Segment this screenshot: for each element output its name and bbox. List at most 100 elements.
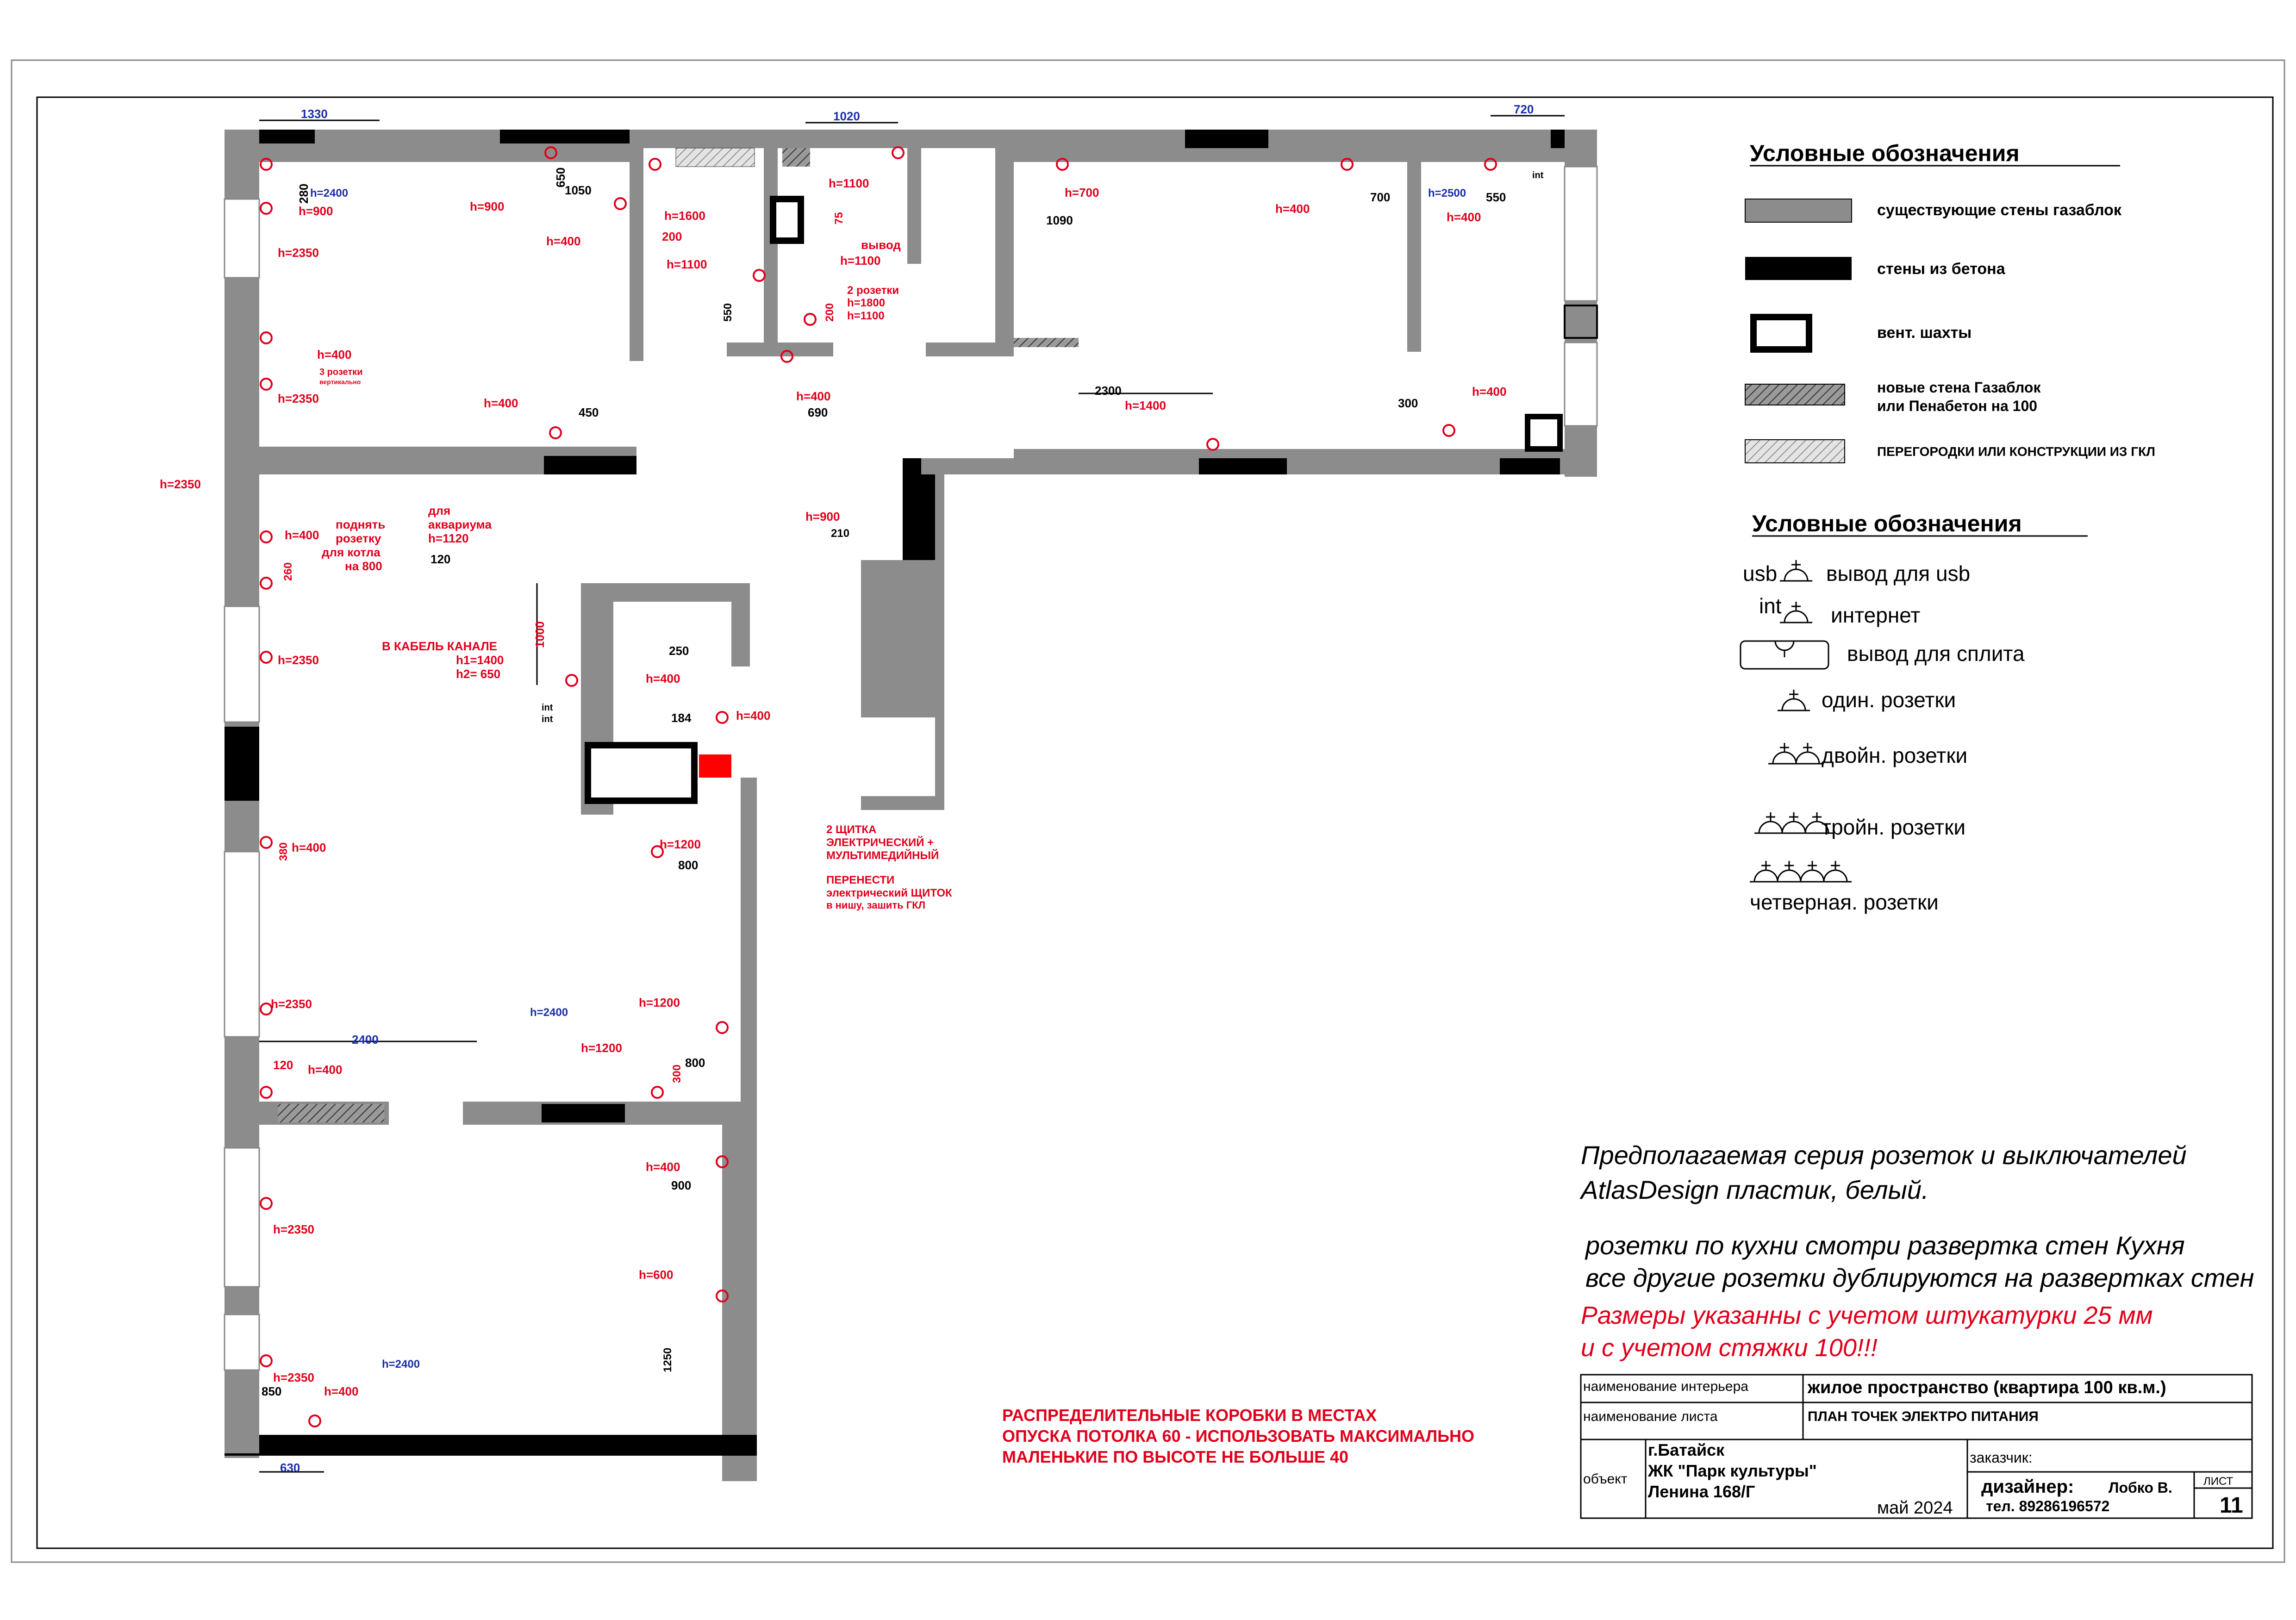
tb-date: май 2024: [1877, 1498, 1953, 1518]
legend-symbols: Условные обозначения usb вывод для usb i…: [1740, 511, 2088, 914]
dim-550: 550: [722, 303, 734, 322]
label-h400-a: h=400: [546, 234, 580, 248]
label-h1100-d: h=1100: [847, 310, 885, 322]
dim-1330: 1330: [301, 107, 328, 121]
tb-interior-value: жилое пространство (квартира 100 кв.м.): [1807, 1378, 2166, 1397]
junction-line-2: ОПУСКА ПОТОЛКА 60 - ИСПОЛЬЗОВАТЬ МАКСИМА…: [1002, 1427, 1474, 1446]
dim-200-b: 200: [824, 303, 836, 322]
label-int-c: int: [542, 714, 553, 724]
label-h400-d: h=400: [796, 389, 830, 403]
legend-materials: Условные обозначения существующие стены …: [1745, 140, 2155, 463]
label-h1200-b: h=1200: [639, 996, 680, 1009]
tb-interior-label: наименование интерьера: [1583, 1379, 1748, 1394]
legend1-item-2: вент. шахты: [1877, 324, 1972, 342]
label-h2350-b: h=2350: [278, 392, 319, 405]
junction-line-3: МАЛЕНЬКИЕ ПО ВЫСОТЕ НЕ БОЛЬШЕ 40: [1002, 1447, 1348, 1466]
label-h400-j: h=400: [736, 709, 770, 723]
title-block-text: наименование интерьера жилое пространств…: [1583, 1378, 2243, 1518]
label-h1800: h=1800: [847, 297, 885, 309]
title-block: [1580, 1374, 2253, 1519]
label-h400-b: h=400: [317, 348, 351, 361]
label-int-b: int: [542, 703, 553, 713]
dim-650: 650: [554, 168, 568, 187]
label-h2350-c: h=2350: [160, 477, 201, 491]
dim-1020: 1020: [833, 109, 860, 123]
dim-2300: 2300: [1095, 384, 1122, 398]
triple-socket-icon: [1754, 812, 1833, 834]
notes: Предполагаемая серия розеток и выключате…: [1579, 1140, 2254, 1362]
label-h400-h: h=400: [285, 528, 319, 542]
tb-object-line-2: ЖК "Парк культуры": [1647, 1461, 1817, 1480]
label-h1200-a: h=1200: [660, 837, 701, 851]
legend2-prefix-int: int: [1759, 594, 1782, 618]
tb-sheet-value: ПЛАН ТОЧЕК ЭЛЕКТРО ПИТАНИЯ: [1808, 1409, 2039, 1424]
tb-phone: тел. 89286196572: [1986, 1498, 2109, 1514]
label-cable-2: h1=1400: [456, 653, 504, 667]
label-h400-l: h=400: [308, 1063, 342, 1077]
dim-690: 690: [808, 405, 828, 419]
tb-sheet-label: наименование листа: [1583, 1409, 1718, 1424]
legend2-title: Условные обозначения: [1752, 511, 2022, 536]
label-h1100-a: h=1100: [667, 257, 707, 271]
label-boiler-2: розетку: [336, 531, 381, 545]
label-boiler-3: для котла: [322, 545, 381, 559]
dim-630: 630: [280, 1461, 300, 1475]
legend2-item-usb: вывод для usb: [1826, 561, 1970, 586]
legend1-item-1: стены из бетона: [1877, 260, 2006, 278]
note-line-6: и с учетом стяжки 100!!!: [1581, 1334, 1878, 1362]
junction-line-1: РАСПРЕДЕЛИТЕЛЬНЫЕ КОРОБКИ В МЕСТАХ: [1002, 1406, 1377, 1425]
dim-300-a: 300: [1398, 396, 1418, 410]
dim-800-b: 800: [685, 1056, 705, 1070]
tb-designer-label: дизайнер:: [1981, 1477, 2074, 1497]
double-socket-icon: [1768, 743, 1824, 765]
tb-sheet-no-label: ЛИСТ: [2203, 1475, 2234, 1488]
label-cable-3: h2= 650: [456, 667, 500, 681]
label-h2500: h=2500: [1428, 187, 1466, 199]
dim-250: 250: [669, 644, 689, 658]
single-socket-icon: [1778, 690, 1810, 711]
plan-labels: 1330 1020 720 630 2400 h=2400 h=2500 h=2…: [160, 102, 1544, 1475]
label-aqua-1: для: [428, 504, 450, 517]
label-h2400-a: h=2400: [310, 187, 348, 199]
label-h900-b: h=900: [470, 199, 504, 213]
tb-sheet-no: 11: [2220, 1493, 2243, 1518]
note-line-4: все другие розетки дублируются на развер…: [1585, 1263, 2254, 1292]
label-panel-1: 2 ЩИТКА: [826, 823, 876, 836]
label-panel-2: ЭЛЕКТРИЧЕСКИЙ +: [826, 836, 934, 849]
dim-280: 280: [297, 184, 311, 204]
label-h2350-f: h=2350: [273, 1222, 314, 1236]
label-h2400-c: h=2400: [382, 1358, 420, 1371]
label-h1100-b: h=1100: [829, 176, 869, 190]
dim-800-a: 800: [678, 858, 698, 872]
label-aqua-2: аквариума: [428, 517, 492, 531]
dimension-lines: [259, 115, 1565, 1473]
dim-1050: 1050: [565, 183, 592, 197]
label-h1600: h=1600: [664, 209, 705, 223]
label-h400-g: h=400: [1472, 385, 1506, 399]
usb-socket-icon: [1780, 560, 1812, 582]
label-boiler-1: поднять: [336, 517, 385, 531]
label-h400-k: h=400: [292, 841, 326, 854]
dim-550-b: 550: [1486, 190, 1506, 204]
legend1-item-3a: новые стена Газаблок: [1877, 379, 2041, 396]
label-panel-4: ПЕРЕНЕСТИ: [826, 874, 894, 886]
legend1-item-0: существующие стены газаблок: [1877, 201, 2122, 219]
legend2-item-quad: четверная. розетки: [1750, 890, 1939, 914]
dim-850: 850: [262, 1384, 281, 1398]
label-panel-5: электрический ЩИТОК: [826, 887, 952, 899]
label-h2350-e: h=2350: [271, 997, 312, 1011]
dim-1000: 1000: [533, 621, 547, 648]
label-h600: h=600: [639, 1268, 673, 1282]
legend2-item-int: интернет: [1831, 603, 1920, 627]
dim-200-a: 200: [662, 230, 682, 243]
dim-300-b: 300: [671, 1065, 683, 1083]
label-aqua-3: h=1120: [428, 531, 468, 545]
floor-plan: [224, 130, 1598, 1481]
label-h2350-g: h=2350: [273, 1371, 314, 1384]
legend1-item-3b: или Пенабетон на 100: [1877, 398, 2037, 414]
dim-380: 380: [277, 842, 290, 861]
tb-designer-name: Лобко В.: [2109, 1479, 2172, 1496]
label-int-a: int: [1532, 170, 1544, 181]
legend2-item-double: двойн. розетки: [1822, 743, 1967, 767]
dim-720: 720: [1514, 102, 1534, 116]
